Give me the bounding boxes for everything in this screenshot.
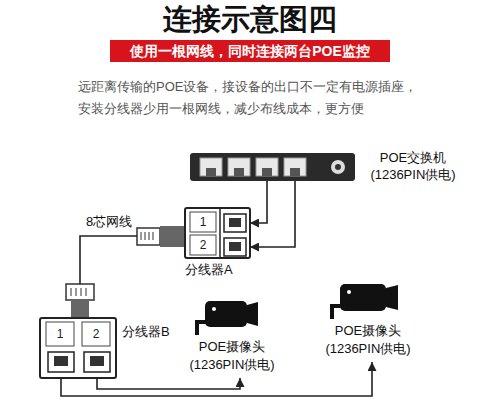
compartment — [190, 212, 216, 232]
port-number: 2 — [87, 327, 105, 341]
diagram-title: 连接示意图四 — [0, 2, 500, 36]
compartment — [46, 322, 74, 346]
cable-line — [80, 236, 137, 284]
node-label: 分线器A — [185, 262, 233, 278]
splitter-port — [224, 214, 246, 232]
port-number: 1 — [51, 327, 69, 341]
camera-lens — [247, 302, 258, 326]
splitter-divider — [219, 208, 221, 258]
description-text: 远距离传输的POE设备，接设备的出口不一定有电源插座，安装分线器少用一根网线，减… — [78, 76, 423, 120]
camera-body — [340, 284, 386, 311]
splitter-a: 分线器A — [137, 208, 250, 258]
cable-line — [97, 378, 240, 389]
rj45-plug — [66, 284, 94, 300]
node-label: POE交换机 (1236PIN供电) — [363, 149, 463, 183]
camera-body — [205, 301, 247, 327]
node-label: POE摄像头 (1236PIN供电) — [318, 322, 418, 358]
switch-port — [200, 158, 222, 176]
cable-line — [250, 181, 267, 223]
poe-camera: POE摄像头 (1236PIN供电) — [318, 282, 418, 362]
node-label: 使用一根网线，同时连接两台POE监控 — [130, 40, 370, 62]
plug-boot — [71, 300, 89, 318]
splitter-b: 分线器B — [40, 284, 116, 378]
port-number: 1 — [194, 215, 212, 229]
splitter-body — [40, 318, 116, 378]
splitter-body — [185, 208, 250, 258]
plug-boot — [160, 226, 186, 247]
camera-1-drawing — [197, 301, 258, 335]
banner-box: 使用一根网线，同时连接两台POE监控 — [110, 40, 390, 62]
switch-port — [284, 158, 306, 176]
port-notch — [262, 168, 272, 176]
node-label: POE摄像头 (1236PIN供电) — [182, 338, 282, 374]
node-label: 分线器B — [122, 324, 170, 340]
compartment — [190, 235, 216, 255]
port-notch — [234, 168, 244, 176]
splitter-a-drawing — [137, 208, 250, 258]
camera-lens — [386, 285, 398, 310]
splitter-port — [84, 352, 110, 372]
camera-2-drawing — [332, 284, 398, 319]
port-socket — [229, 218, 241, 227]
switch-port — [228, 158, 250, 176]
cable-line — [250, 181, 295, 247]
splitter-port — [48, 352, 74, 372]
camera-led — [347, 290, 351, 294]
power-jack — [331, 160, 345, 174]
switch-drawing — [190, 153, 355, 181]
rj45-plug — [137, 228, 160, 245]
camera-led — [212, 307, 216, 311]
switch-body — [190, 153, 355, 181]
plug-pins — [71, 288, 86, 296]
splitter-port — [224, 238, 246, 256]
poe-switch: POE交换机 (1236PIN供电) — [190, 153, 355, 181]
port-socket — [229, 242, 241, 251]
port-socket — [54, 356, 68, 366]
switch-port — [256, 158, 278, 176]
port-socket — [90, 356, 104, 366]
plug-pins — [141, 232, 153, 240]
compartment — [82, 322, 110, 346]
power-pin — [335, 164, 341, 170]
poe-camera: POE摄像头 (1236PIN供电) — [182, 298, 282, 378]
port-number: 2 — [194, 238, 212, 252]
port-notch — [290, 168, 300, 176]
cable-label: 8芯网线 — [84, 214, 134, 230]
splitter-b-drawing — [40, 284, 116, 378]
port-notch — [206, 168, 216, 176]
